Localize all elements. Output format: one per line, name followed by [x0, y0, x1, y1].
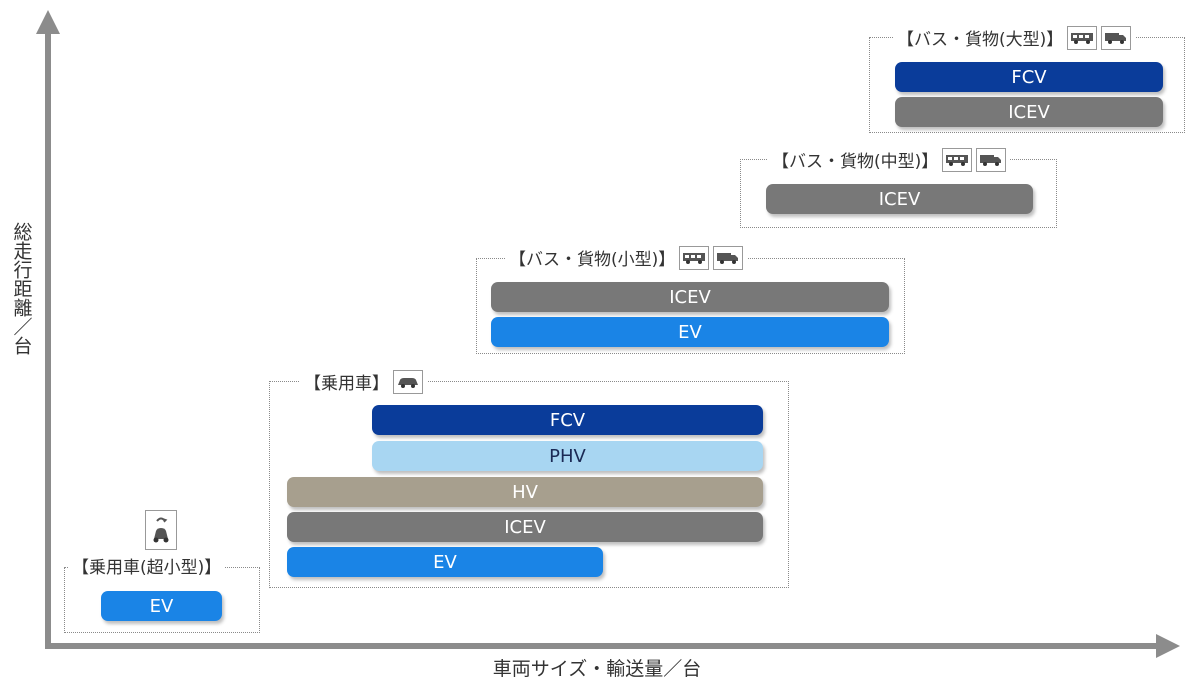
- bus-icon: [679, 245, 710, 270]
- bar-passenger-icev: ICEV: [287, 512, 763, 542]
- bar-passenger-phv: PHV: [372, 441, 763, 471]
- bar-large-icev: ICEV: [895, 97, 1163, 127]
- truck-icon: [713, 245, 744, 270]
- bar-micro-ev: EV: [101, 591, 222, 621]
- x-axis-arrow-icon: [1156, 634, 1180, 658]
- group-passenger-car: [269, 381, 789, 588]
- bar-large-fcv: FCV: [895, 62, 1163, 92]
- bus-icon: [1067, 25, 1098, 50]
- bar-passenger-ev: EV: [287, 547, 603, 577]
- bar-passenger-hv: HV: [287, 477, 763, 507]
- bar-small-ev: EV: [491, 317, 889, 347]
- x-axis-label: 車両サイズ・輸送量／台: [492, 658, 702, 680]
- bus-icon: [942, 147, 973, 172]
- group-title-medium: 【バス・貨物(中型)】: [768, 147, 1011, 172]
- micro-car-icon: [145, 510, 177, 550]
- y-axis-label: 総走行距離／台: [10, 222, 33, 355]
- group-title-text: 【バス・貨物(小型)】: [509, 250, 676, 270]
- car-icon: [393, 369, 423, 394]
- group-title-micro-car: 【乗用車(超小型)】: [68, 553, 226, 578]
- truck-icon: [1101, 25, 1132, 50]
- group-title-large: 【バス・貨物(大型)】: [893, 25, 1136, 50]
- truck-icon: [976, 147, 1007, 172]
- group-title-text: 【バス・貨物(大型)】: [897, 30, 1064, 50]
- group-title-text: 【乗用車】: [304, 374, 389, 394]
- y-axis-arrow-icon: [36, 10, 60, 34]
- bar-small-icev: ICEV: [491, 282, 889, 312]
- bar-medium-icev: ICEV: [766, 184, 1033, 214]
- group-title-text: 【バス・貨物(中型)】: [772, 152, 939, 172]
- bar-passenger-fcv: FCV: [372, 405, 763, 435]
- group-title-passenger-car: 【乗用車】: [300, 369, 427, 394]
- group-title-small: 【バス・貨物(小型)】: [505, 245, 748, 270]
